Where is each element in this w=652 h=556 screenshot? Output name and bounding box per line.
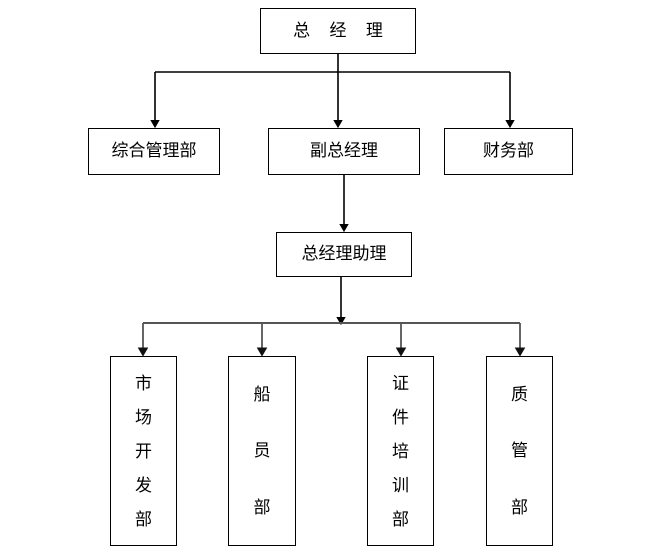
- node-label-general-manager: 总 经 理: [293, 20, 390, 41]
- vertical-char: 部: [253, 498, 271, 519]
- node-quality-management-dept[interactable]: 质管部: [486, 356, 553, 546]
- vertical-char: 部: [392, 509, 409, 530]
- node-label-general-manager-assistant: 总经理助理: [301, 244, 387, 265]
- node-label-quality-management-dept: 质管部: [487, 367, 552, 537]
- node-label-certificate-training-dept: 证件培训部: [368, 367, 433, 537]
- node-deputy-general-manager[interactable]: 副总经理: [268, 128, 420, 175]
- vertical-char: 发: [135, 475, 152, 496]
- vertical-char: 训: [392, 475, 409, 496]
- vertical-char: 证: [392, 373, 409, 394]
- node-market-development-dept[interactable]: 市场开发部: [110, 356, 177, 546]
- vertical-char: 部: [135, 509, 152, 530]
- vertical-char: 件: [392, 407, 409, 428]
- node-label-deputy-general-manager: 副总经理: [310, 141, 378, 162]
- vertical-char: 场: [135, 407, 152, 428]
- vertical-char: 部: [511, 498, 528, 519]
- node-label-comprehensive-management-dept: 综合管理部: [111, 141, 197, 162]
- vertical-char: 市: [135, 373, 152, 394]
- node-crew-dept[interactable]: 船员部: [228, 356, 296, 546]
- vertical-char: 培: [392, 441, 409, 462]
- vertical-char: 员: [253, 441, 271, 462]
- node-comprehensive-management-dept[interactable]: 综合管理部: [88, 128, 220, 175]
- node-general-manager-assistant[interactable]: 总经理助理: [276, 232, 412, 277]
- node-label-finance-dept: 财务部: [483, 141, 534, 162]
- node-certificate-training-dept[interactable]: 证件培训部: [367, 356, 434, 546]
- node-label-crew-dept: 船员部: [229, 367, 295, 537]
- node-label-market-development-dept: 市场开发部: [111, 367, 176, 537]
- node-general-manager[interactable]: 总 经 理: [260, 8, 416, 54]
- vertical-char: 开: [135, 441, 152, 462]
- vertical-char: 船: [253, 384, 271, 405]
- node-finance-dept[interactable]: 财务部: [444, 128, 573, 175]
- vertical-char: 质: [511, 384, 528, 405]
- vertical-char: 管: [511, 441, 528, 462]
